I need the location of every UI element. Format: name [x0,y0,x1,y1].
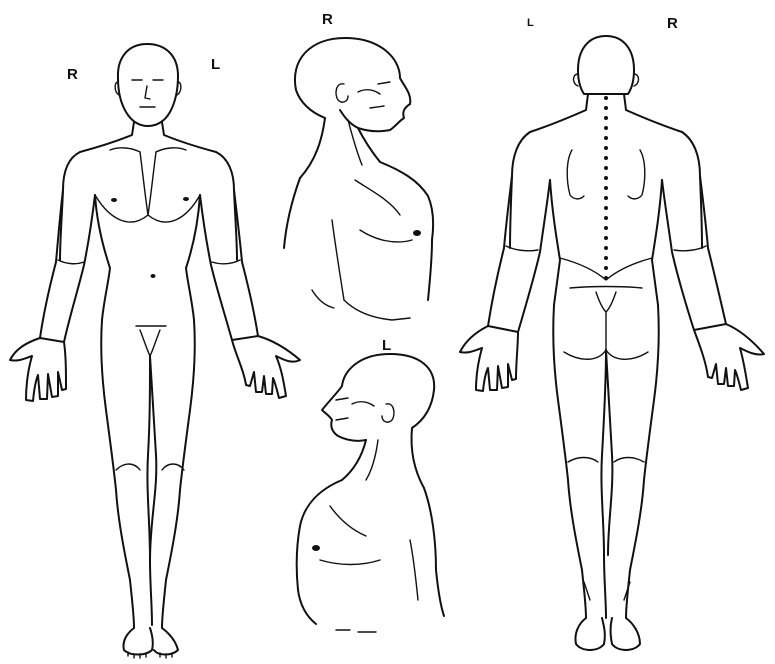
left-profile-figure [297,354,444,632]
right-profile-figure [284,38,433,320]
spine-dot-trail [604,96,608,280]
front-body-figure [10,44,300,658]
back-body-figure [460,36,764,650]
